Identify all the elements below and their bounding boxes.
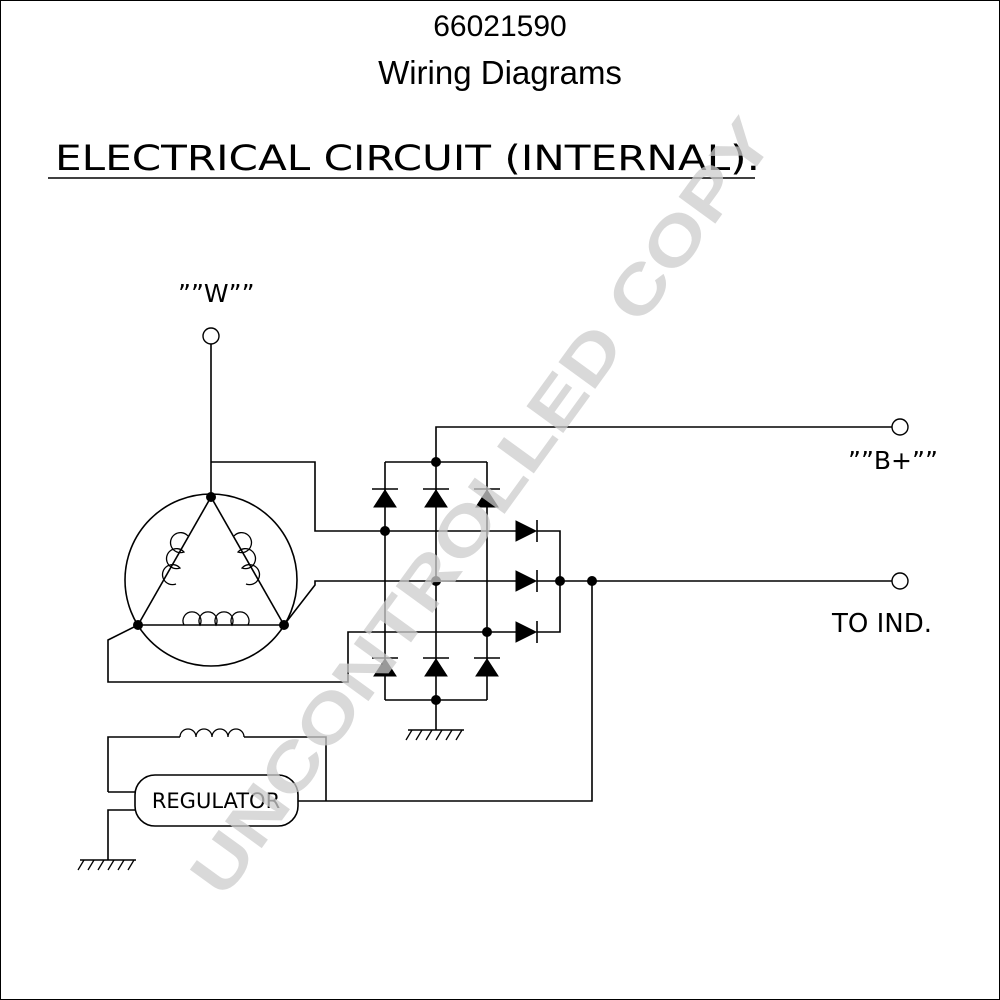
junction-dot — [206, 492, 216, 502]
to-ind-label: TO IND. — [831, 609, 932, 639]
phase-wire-mid — [283, 580, 385, 626]
diode-exciter-2 — [515, 570, 538, 592]
junction-dot — [555, 576, 565, 586]
stator-coil-right — [233, 532, 261, 586]
phase-wire-bottom — [107, 624, 385, 683]
diode-negative-2 — [423, 657, 449, 677]
watermark: UNCONTROLLED COPY — [175, 104, 787, 908]
diode-positive-2 — [423, 488, 449, 508]
stator-coil-left — [161, 532, 189, 586]
stator — [124, 493, 298, 667]
diode-positive-1 — [372, 488, 398, 508]
field-coil — [107, 728, 327, 801]
stator-coil-bottom — [182, 611, 250, 627]
junction-dot — [431, 576, 441, 586]
to-ind-terminal[interactable] — [891, 572, 909, 590]
w-terminal[interactable] — [202, 327, 220, 345]
diode-exciter-3 — [515, 621, 538, 643]
regulator-ground-lead — [107, 809, 135, 860]
junction-dot — [482, 627, 492, 637]
page-subtitle: Wiring Diagrams — [378, 54, 622, 91]
diode-negative-1 — [372, 657, 398, 677]
regulator-ind-wire — [326, 581, 593, 802]
b-plus-terminal[interactable] — [891, 418, 909, 436]
ground-symbol-regulator — [77, 859, 136, 871]
junction-dot — [380, 526, 390, 536]
regulator-label: REGULATOR — [152, 789, 280, 813]
w-terminal-label: ””W”” — [178, 279, 255, 308]
ground-symbol-rectifier — [405, 729, 464, 741]
junction-dot — [431, 457, 441, 467]
diode-exciter-1 — [515, 520, 538, 542]
junction-dot — [431, 695, 441, 705]
diode-positive-3 — [474, 488, 500, 508]
diode-negative-3 — [474, 657, 500, 677]
b-plus-terminal-label: ””B+”” — [848, 446, 938, 475]
diagram-heading: ELECTRICAL CIRCUIT (INTERNAL). — [55, 139, 760, 179]
phase-wire-top — [211, 461, 385, 532]
part-number: 66021590 — [433, 10, 567, 43]
